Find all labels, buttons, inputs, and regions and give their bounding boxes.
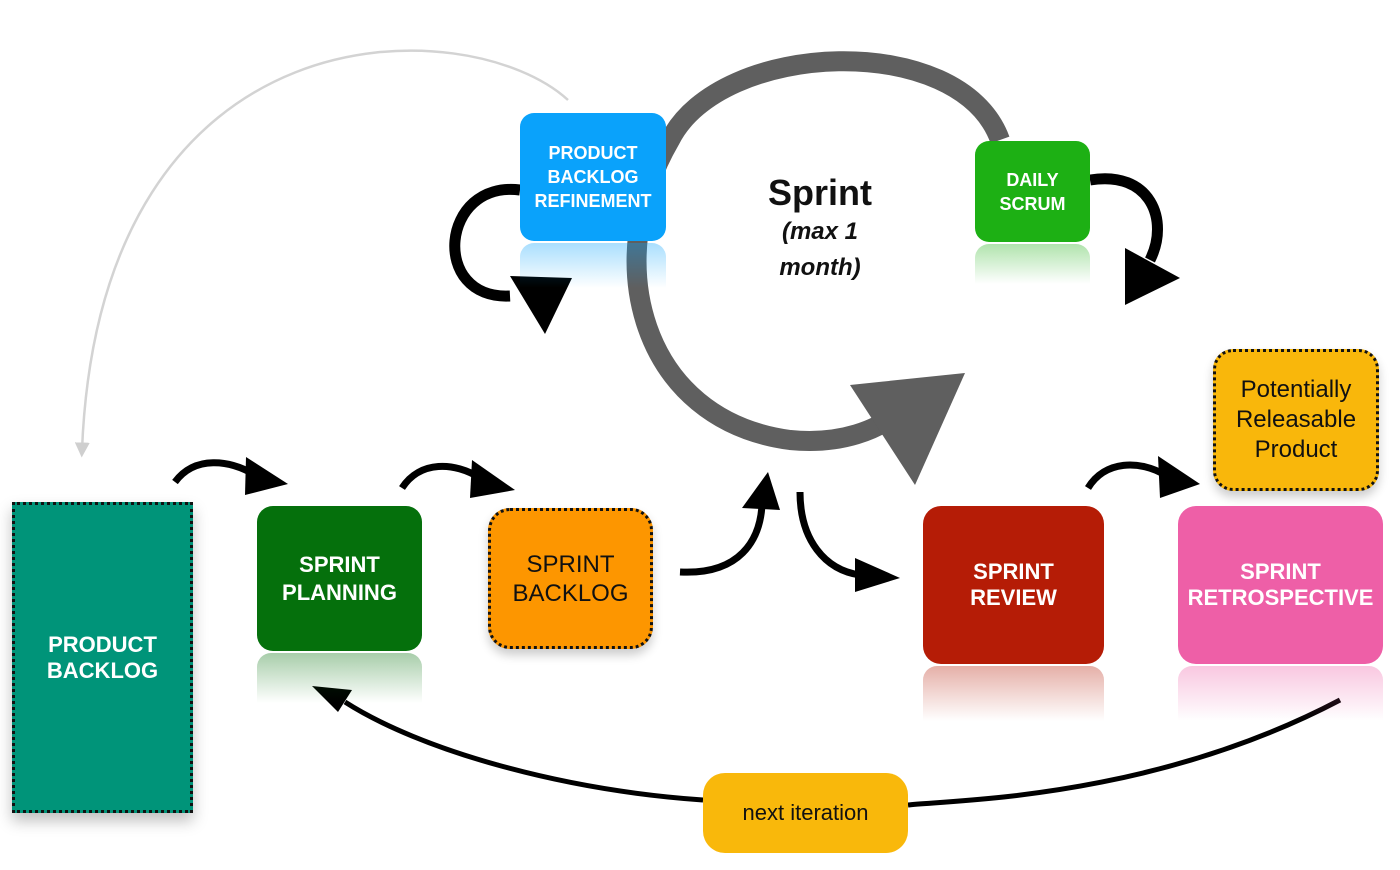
sprint-planning-node[interactable]: SPRINT PLANNING <box>257 506 422 651</box>
planning-to-sprint-backlog-arrow <box>399 463 482 491</box>
refinement-loop-arrowhead <box>510 276 572 334</box>
sprint-cycle-arrowhead <box>850 373 965 485</box>
backlog-to-planning-arrow <box>172 459 257 485</box>
sprint-retrospective-node[interactable]: SPRINT RETROSPECTIVE <box>1178 506 1383 664</box>
sprint-cycle-arrow <box>626 51 1010 451</box>
daily-scrum-reflection <box>975 244 1090 284</box>
sprint-duration: (max 1 month) <box>779 218 861 281</box>
sprint-backlog-node[interactable]: SPRINT BACKLOG <box>488 508 653 649</box>
daily-scrum-loop-arrowhead <box>1125 248 1180 305</box>
potentially-releasable-product-node[interactable]: Potentially Releasable Product <box>1213 349 1379 491</box>
retrospective-reflection <box>1178 666 1383 721</box>
sprint-review-node[interactable]: SPRINT REVIEW <box>923 506 1104 664</box>
refinement-reflection <box>520 243 666 288</box>
daily-scrum-node[interactable]: DAILY SCRUM <box>975 141 1090 242</box>
sprint-backlog-to-sprint-arrowhead <box>742 472 780 510</box>
next-iteration-label[interactable]: next iteration <box>703 773 908 853</box>
sprint-to-review-arrowhead <box>855 558 900 592</box>
sprint-title: Sprint <box>768 172 872 213</box>
review-to-product-arrowhead <box>1158 456 1200 498</box>
review-to-product-arrow <box>1085 461 1167 491</box>
next-iteration-arrow <box>343 697 1342 808</box>
planning-reflection <box>257 653 422 703</box>
sprint-backlog-to-sprint-arrow <box>679 504 766 576</box>
refinement-to-backlog-arrow <box>74 49 569 458</box>
planning-to-sprint-backlog-arrowhead <box>470 460 515 498</box>
sprint-to-review-arrow <box>796 491 861 579</box>
daily-scrum-loop-arrow <box>1089 173 1163 263</box>
product-backlog-refinement-node[interactable]: PRODUCT BACKLOG REFINEMENT <box>520 113 666 241</box>
sprint-label: Sprint (max 1 month) <box>740 172 900 286</box>
next-iteration-arrowhead <box>312 686 352 712</box>
refinement-loop-arrow <box>449 184 521 302</box>
product-backlog-node[interactable]: PRODUCT BACKLOG <box>12 502 193 813</box>
review-reflection <box>923 666 1104 721</box>
backlog-to-planning-arrowhead <box>245 457 288 495</box>
